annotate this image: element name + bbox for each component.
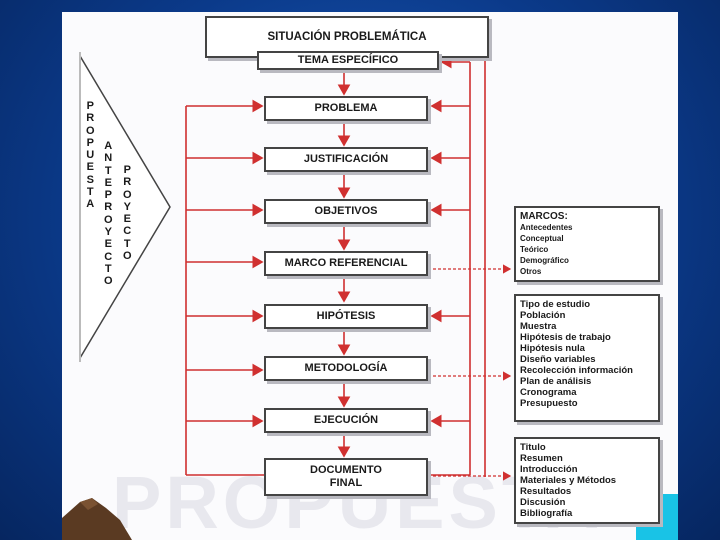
step-justificacion: JUSTIFICACIÓN — [264, 147, 428, 172]
step-ejecucion: EJECUCIÓN — [264, 408, 428, 433]
step-documento-final: DOCUMENTO FINAL — [264, 458, 428, 496]
step-objetivos: OBJETIVOS — [264, 199, 428, 224]
marcos-list: MARCOS: Antecedentes Conceptual Teórico … — [514, 206, 660, 282]
connector-lines — [79, 51, 512, 481]
diagram-slide: PROPUESTA — [62, 12, 678, 540]
step-hipotesis: HIPÓTESIS — [264, 304, 428, 329]
step-marco-referencial: MARCO REFERENCIAL — [264, 251, 428, 276]
step-metodologia: METODOLOGÍA — [264, 356, 428, 381]
mountain-graphic — [62, 498, 132, 540]
documento-list: Titulo Resumen Introducción Materiales y… — [514, 437, 660, 524]
tema-box: TEMA ESPECÍFICO — [257, 51, 439, 70]
step-problema: PROBLEMA — [264, 96, 428, 121]
metodologia-list: Tipo de estudio Población Muestra Hipóte… — [514, 294, 660, 422]
